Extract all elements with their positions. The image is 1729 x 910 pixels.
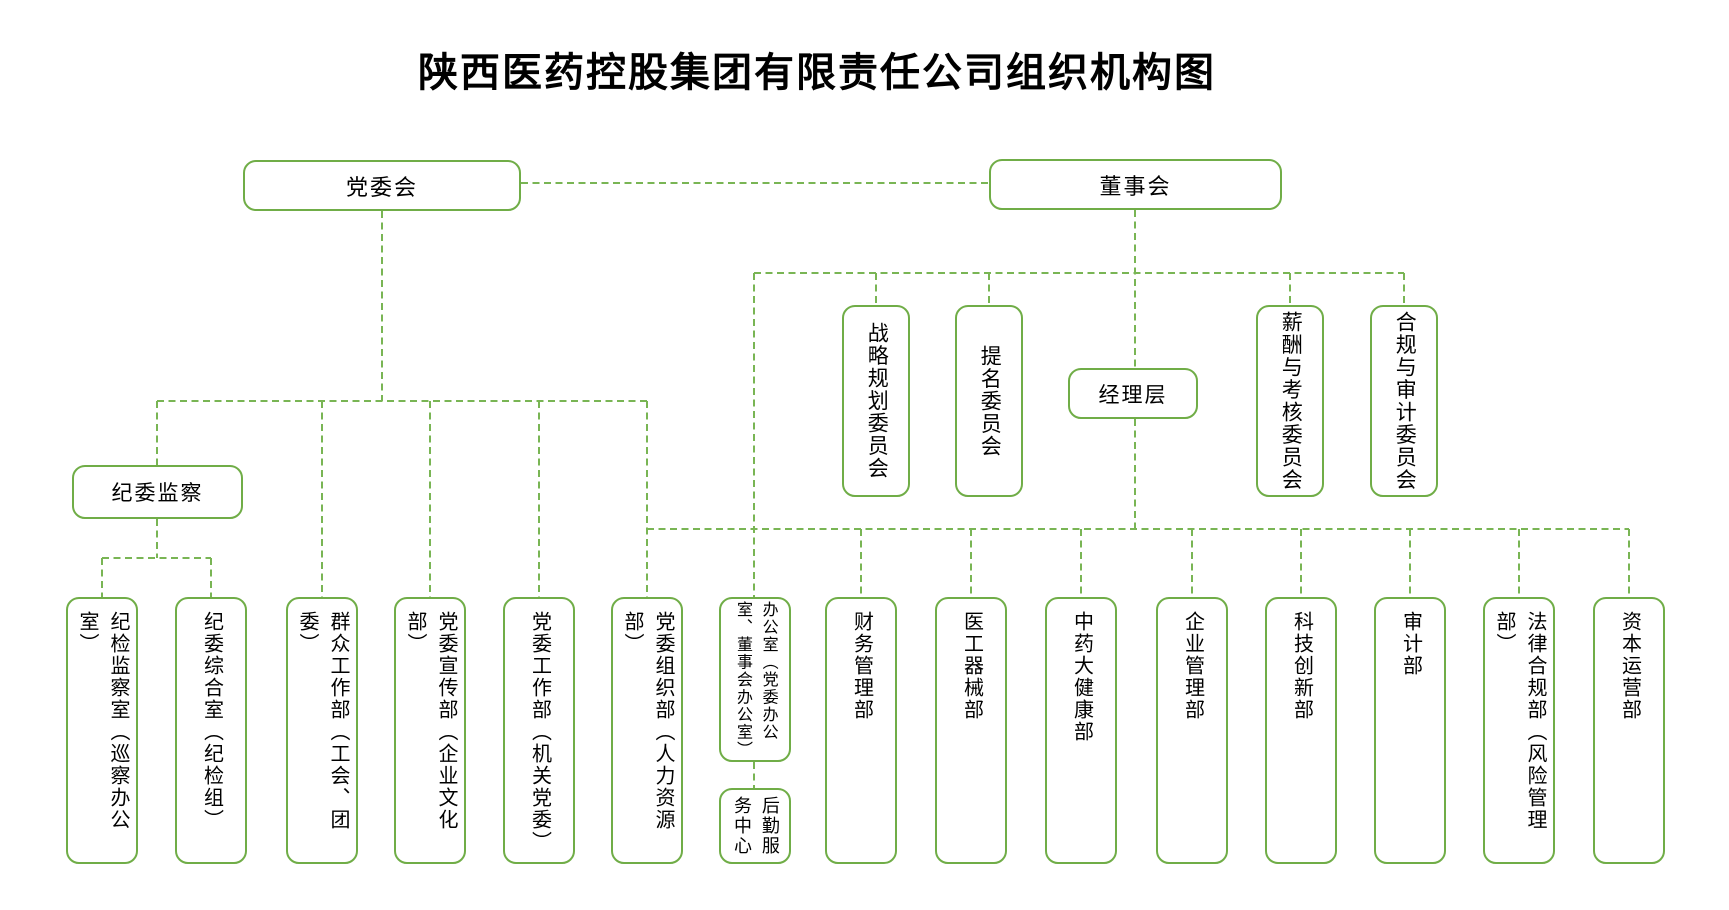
node-discipline-supervision: 纪委监察 bbox=[72, 465, 243, 519]
node-party-work-dept: 党委工作部（机关党委） bbox=[503, 597, 575, 864]
node-legal-compliance-dept: 法律合规部（风险管理部） bbox=[1483, 597, 1555, 864]
node-tech-innovation-dept: 科技创新部 bbox=[1265, 597, 1337, 864]
node-general-office: 办公室（党委办公室、董事会办公室） bbox=[719, 597, 791, 762]
node-label: 党委宣传部（企业文化部） bbox=[404, 611, 457, 831]
node-label: 党委工作部（机关党委） bbox=[528, 611, 551, 853]
node-label: 财务管理部 bbox=[850, 611, 873, 721]
node-label: 战略规划委员会 bbox=[865, 322, 889, 480]
node-medical-devices-dept: 医工器械部 bbox=[935, 597, 1007, 864]
node-strategy-planning-committee: 战略规划委员会 bbox=[842, 305, 910, 497]
node-party-organization-dept: 党委组织部（人力资源部） bbox=[611, 597, 683, 864]
node-board-of-directors: 董事会 bbox=[989, 159, 1282, 210]
node-party-publicity-dept: 党委宣传部（企业文化部） bbox=[394, 597, 466, 864]
node-label: 医工器械部 bbox=[960, 611, 983, 721]
node-capital-operation-dept: 资本运营部 bbox=[1593, 597, 1665, 864]
node-label: 后勤服务中心 bbox=[732, 796, 780, 856]
node-finance-dept: 财务管理部 bbox=[825, 597, 897, 864]
node-management-team: 经理层 bbox=[1068, 368, 1198, 419]
node-label: 资本运营部 bbox=[1618, 611, 1641, 721]
node-discipline-general-office: 纪委综合室（纪检组） bbox=[175, 597, 247, 864]
node-party-committee: 党委会 bbox=[243, 160, 521, 211]
node-label: 提名委员会 bbox=[978, 344, 1002, 458]
node-label: 办公室（党委办公室、董事会办公室） bbox=[734, 601, 777, 759]
node-compensation-assessment-committee: 薪酬与考核委员会 bbox=[1256, 305, 1324, 497]
node-audit-dept: 审计部 bbox=[1374, 597, 1446, 864]
node-label: 审计部 bbox=[1399, 611, 1422, 677]
node-label: 薪酬与考核委员会 bbox=[1279, 311, 1303, 491]
node-label: 合规与审计委员会 bbox=[1393, 311, 1417, 491]
node-label: 纪委综合室（纪检组） bbox=[200, 611, 223, 831]
node-label: 党委组织部（人力资源部） bbox=[621, 611, 674, 831]
node-label: 科技创新部 bbox=[1290, 611, 1313, 721]
node-label: 企业管理部 bbox=[1181, 611, 1204, 721]
node-enterprise-management-dept: 企业管理部 bbox=[1156, 597, 1228, 864]
node-label: 纪委监察 bbox=[111, 482, 204, 505]
node-label: 法律合规部（风险管理部） bbox=[1493, 611, 1546, 831]
chart-title: 陕西医药控股集团有限责任公司组织机构图 bbox=[418, 51, 1216, 95]
node-mass-work-dept: 群众工作部（工会、团委） bbox=[286, 597, 358, 864]
node-nomination-committee: 提名委员会 bbox=[955, 305, 1023, 497]
node-label: 群众工作部（工会、团委） bbox=[296, 611, 349, 831]
node-label: 董事会 bbox=[1099, 173, 1172, 199]
node-tcm-health-dept: 中药大健康部 bbox=[1045, 597, 1117, 864]
node-label: 纪检监察室（巡察办公室） bbox=[76, 611, 129, 831]
node-label: 中药大健康部 bbox=[1070, 611, 1093, 743]
node-logistics-service-center: 后勤服务中心 bbox=[719, 788, 791, 864]
node-label: 经理层 bbox=[1098, 383, 1168, 407]
node-compliance-audit-committee: 合规与审计委员会 bbox=[1370, 305, 1438, 497]
node-discipline-inspection-office: 纪检监察室（巡察办公室） bbox=[66, 597, 138, 864]
node-label: 党委会 bbox=[345, 174, 418, 200]
